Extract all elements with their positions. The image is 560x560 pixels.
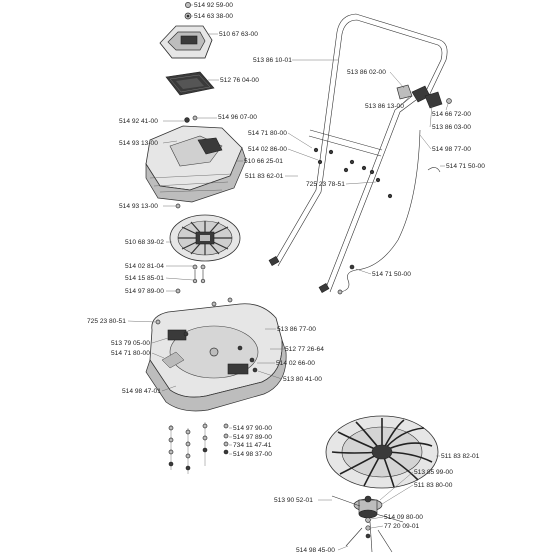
mounting-bolts-part <box>175 264 233 307</box>
label-514-71-80-00: 514 71 80-00 <box>248 130 287 137</box>
label-513-80-41-00: 513 80 41-00 <box>283 376 322 383</box>
label-513-85-99-00: 513 85 99-00 <box>414 469 453 476</box>
label-513-86-77-00: 513 86 77-00 <box>277 326 316 333</box>
label-513-86-03-00: 513 86 03-00 <box>432 124 471 131</box>
label-514-96-07-00: 514 96 07-00 <box>218 114 257 121</box>
label-725-23-78-51: 725 23 78-51 <box>306 181 345 188</box>
label-513-86-02-00: 513 86 02-00 <box>347 69 386 76</box>
label-514-02-66-00: 514 02 66-00 <box>276 360 315 367</box>
label-514-71-50-00-b: 514 71 50-00 <box>372 271 411 278</box>
label-514-92-59-00: 514 92 59-00 <box>194 2 233 9</box>
part-labels: 514 92 59-00 514 63 38-00 510 67 63-00 5… <box>87 2 485 554</box>
label-512-76-04-00: 512 76 04-00 <box>220 77 259 84</box>
label-514-98-37-00: 514 98 37-00 <box>233 451 272 458</box>
label-513-86-13-00: 513 86 13-00 <box>365 103 404 110</box>
label-511-83-80-00: 511 83 80-00 <box>414 482 453 489</box>
handle-part <box>268 13 452 294</box>
label-514-97-90-00: 514 97 90-00 <box>233 425 272 432</box>
label-734-11-47-41: 734 11 47-41 <box>233 442 272 449</box>
label-514-97-89-00-b: 514 97 89-00 <box>233 434 272 441</box>
label-511-83-82-01: 511 83 82-01 <box>441 453 480 460</box>
label-514-63-38-00: 514 63 38-00 <box>194 13 233 20</box>
label-514-92-41-00: 514 92 41-00 <box>119 118 158 125</box>
label-513-86-10-01: 513 86 10-01 <box>253 57 292 64</box>
fan-plate-part <box>169 214 241 262</box>
filter-grille-part <box>165 71 215 96</box>
cutting-line-part <box>331 495 404 553</box>
label-77-20-09-01: 77 20 09-01 <box>384 523 420 530</box>
label-514-93-13-00: 514 93 13-00 <box>119 140 158 147</box>
label-513-79-05-00: 513 79 05-00 <box>111 340 150 347</box>
motor-hood-part <box>145 125 247 203</box>
deck-housing-part <box>145 303 287 412</box>
label-514-02-81-04: 514 02 81-04 <box>125 263 164 270</box>
label-514-71-80-00-b: 514 71 80-00 <box>111 350 150 357</box>
bottom-fasteners-part <box>168 422 229 474</box>
label-514-98-45-00: 514 98 45-00 <box>296 547 335 554</box>
impeller-part <box>325 415 439 489</box>
label-510-68-39-02: 510 68 39-02 <box>125 239 164 246</box>
label-725-23-80-51: 725 23 80-51 <box>87 318 126 325</box>
label-514-66-72-00: 514 66 72-00 <box>432 111 471 118</box>
power-cable-part <box>337 129 441 295</box>
label-514-02-86-00: 514 02 86-00 <box>248 146 287 153</box>
label-513-90-52-01: 513 90 52-01 <box>274 497 313 504</box>
label-510-66-25-01: 510 66 25-01 <box>244 158 283 165</box>
label-514-97-89-00-a: 514 97 89-00 <box>125 288 164 295</box>
label-512-77-26-64: 512 77 26-64 <box>285 346 324 353</box>
label-510-67-63-00: 510 67 63-00 <box>219 31 258 38</box>
label-514-98-47-01: 514 98 47-01 <box>122 388 161 395</box>
blade-hub-part <box>353 495 383 519</box>
label-514-09-80-00: 514 09 80-00 <box>384 514 423 521</box>
label-514-71-50-00-a: 514 71 50-00 <box>446 163 485 170</box>
label-514-93-13-00-b: 514 93 13-00 <box>119 203 158 210</box>
label-514-15-85-01: 514 15 85-01 <box>125 275 164 282</box>
label-514-98-77-00: 514 98 77-00 <box>432 146 471 153</box>
label-511-83-62-01: 511 83 62-01 <box>245 173 284 180</box>
top-cover-part <box>159 25 213 59</box>
